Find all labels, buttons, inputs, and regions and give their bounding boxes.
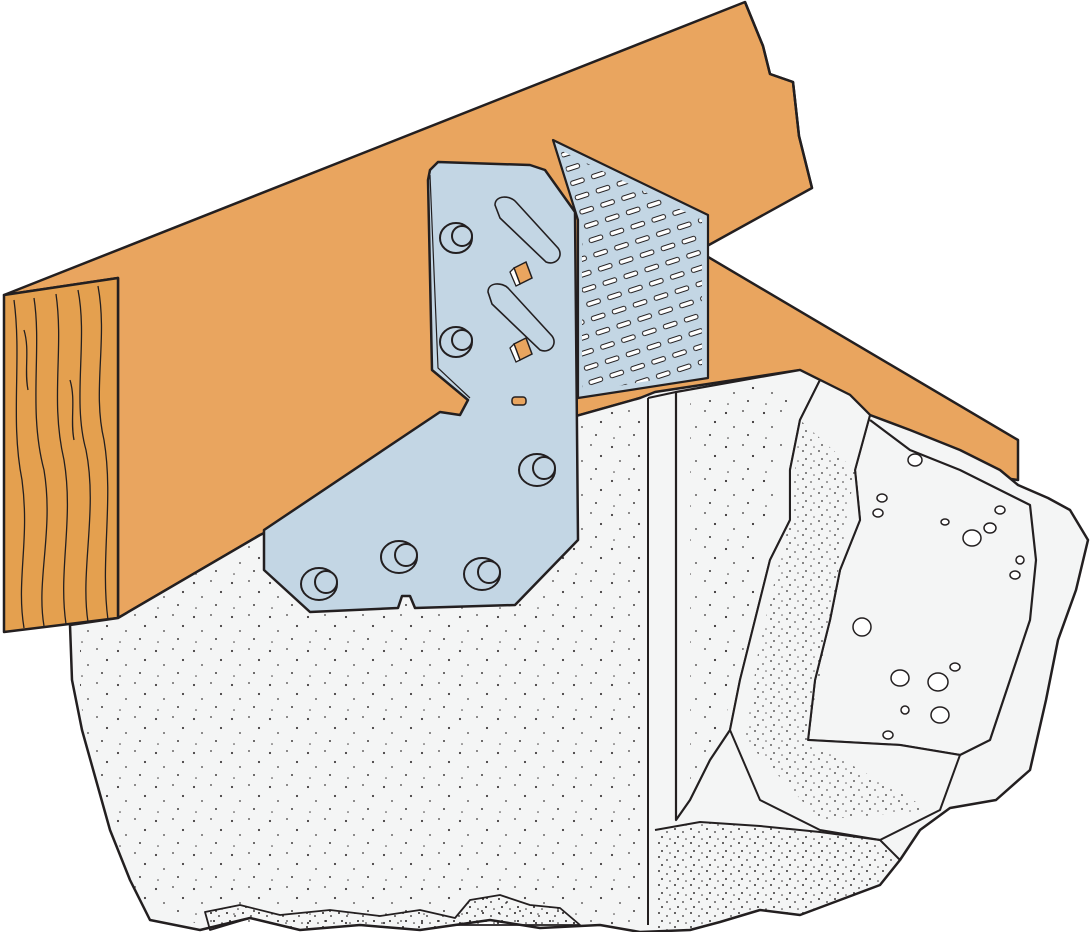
embossed-rib-upper (494, 196, 561, 264)
broken-face-texture (745, 420, 930, 820)
concrete-anchor-left (300, 567, 338, 601)
wood-screw-lower (439, 326, 473, 358)
bottom-rubble-edge (654, 820, 901, 861)
embossed-rib-lower (487, 283, 555, 352)
prong-tab-upper (509, 260, 533, 287)
bottom-rubble-right (655, 822, 900, 930)
joist-broken-end (743, 1, 814, 189)
concrete-anchor-right (518, 453, 556, 487)
flange-slots (560, 150, 702, 392)
bracket-bend-line (544, 169, 579, 541)
concrete-anchor-middle (380, 540, 418, 574)
steel-angle-bracket (262, 138, 710, 614)
prong-tab-lower (509, 336, 533, 363)
bracket-slot (511, 396, 527, 406)
concrete-anchor-center (463, 557, 501, 591)
bracket-inner-edge (429, 174, 471, 399)
bottom-rubble-left (204, 894, 581, 931)
wood-grain-lines (13, 285, 109, 629)
wood-screw-upper (439, 222, 473, 254)
aggregate-stones (852, 453, 1025, 740)
broken-edge-texture (690, 378, 790, 800)
